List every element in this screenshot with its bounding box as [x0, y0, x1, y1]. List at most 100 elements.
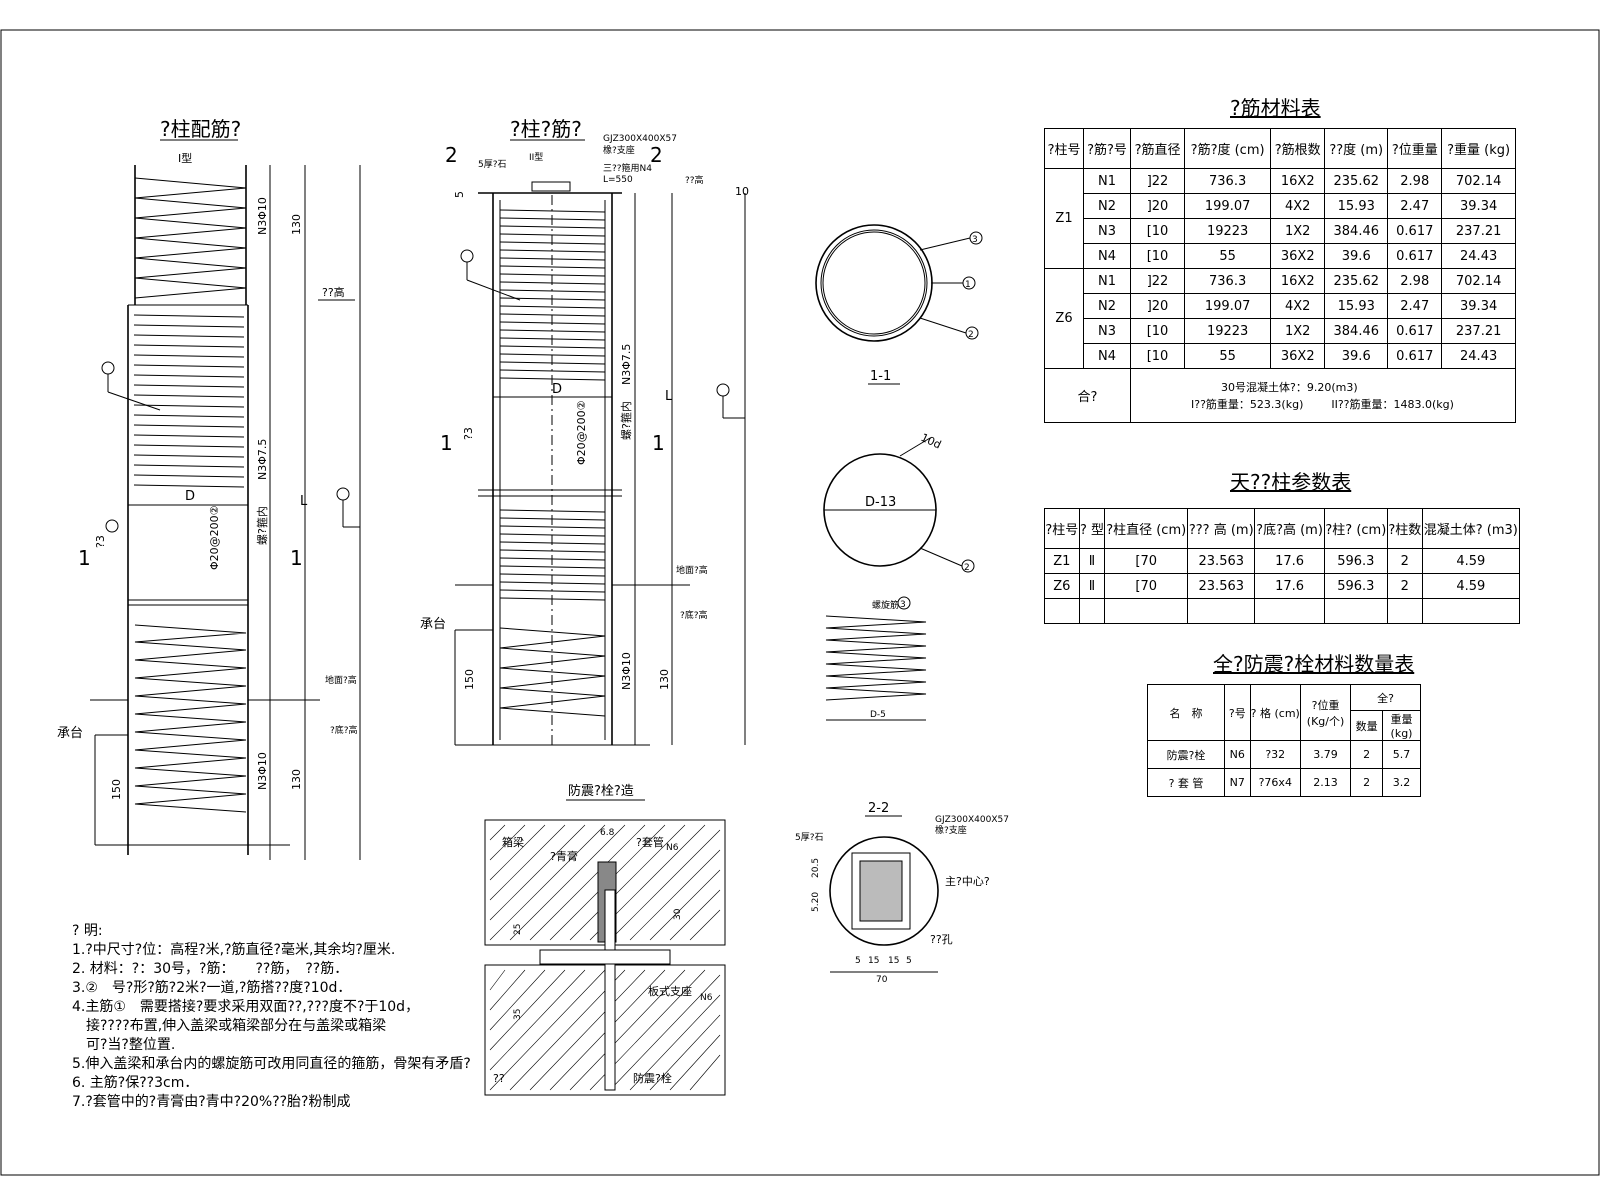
pile-n3-mid: N3Φ7.5: [620, 344, 633, 385]
seismic-h-name: 名 称: [1147, 684, 1225, 741]
pier-dim-130-bot: 130: [290, 769, 303, 790]
table-cell: 2: [1350, 740, 1383, 769]
secd-m2: 2: [964, 563, 970, 573]
table-cell: ]22: [1130, 168, 1186, 194]
table-cell: 199.07: [1184, 293, 1272, 319]
pile-callout-1: [460, 249, 474, 263]
pile-bar-note: Φ20@200②: [575, 400, 588, 465]
pier-dim-l: L: [300, 494, 308, 509]
secd-callout-2: [961, 559, 975, 573]
note-line: 6. 主筋?保??3cm．: [72, 1075, 199, 1091]
pile-stone-label: 5厚?石: [478, 159, 507, 170]
note-line: 4.主筋① 需要搭接?要求采用双面??,???度不?于10d，: [72, 999, 420, 1015]
sec11-callout-1: [962, 276, 976, 290]
rebar-header-cell: ?位重量: [1387, 128, 1443, 169]
pile-bottom-spiral: [499, 627, 606, 717]
pier-rebar-view: ?柱配筋? I型 D 承台 150 N3Φ10: [57, 117, 361, 860]
sec22-dim-h0: 5: [855, 956, 861, 966]
pier-gap-label: ?3: [94, 535, 107, 548]
pier-bottom-spiral: [134, 624, 247, 813]
table-cell: [10: [1130, 218, 1186, 244]
table-cell: 36X2: [1270, 243, 1326, 269]
pile-gap-label: ?3: [462, 427, 475, 440]
table-cell: ?76x4: [1249, 768, 1301, 797]
note-line: 接????布置,伸入盖梁或箱梁部分在与盖梁或箱梁: [72, 1018, 387, 1034]
total-values: 30号混凝土体?：9.20(m3)I??筋重量：523.3(kg) II??筋重…: [1130, 368, 1516, 423]
rebar-table-header: ?柱号?筋?号?筋直径?筋?度 (cm)?筋根数??度 (m)?位重量?重量 (…: [1043, 128, 1516, 169]
table-cell: [1187, 598, 1256, 624]
seismic-title: 防震?栓?造: [568, 783, 634, 799]
seismic-table: 名 称 ?号 ? 格 (cm) ?位重 (Kg/个) 全? 数量 重量 (kg)…: [1147, 684, 1421, 797]
table-cell: [10: [1130, 343, 1186, 369]
seismic-box-beam: 箱梁: [502, 835, 524, 849]
table-cell: [1104, 598, 1189, 624]
table-cell: [70: [1104, 573, 1189, 599]
table-cell: 0.617: [1387, 318, 1443, 344]
pier-sec-mark-right: 1: [290, 546, 303, 570]
table-cell: [10: [1130, 243, 1186, 269]
pile-sec2-right: 2: [650, 143, 663, 167]
table-cell: Z6: [1044, 573, 1080, 599]
table-cell: [1254, 598, 1325, 624]
spiral-label: 螺旋筋: [872, 599, 899, 611]
table-cell: 39.34: [1441, 193, 1516, 219]
table-cell: [1421, 598, 1521, 624]
table-cell: 防震?栓: [1147, 740, 1225, 769]
anti-seismic-detail: 防震?栓?造 箱梁 ?青膏 ?套管 N6 6.8 30 25 35 板式支座 N…: [484, 783, 726, 1096]
pile-dim-130: 130: [658, 669, 671, 690]
sec22-total: 70: [876, 975, 888, 985]
param-header-cell: ?柱号: [1044, 508, 1080, 549]
seismic-h-wt: 重量 (kg): [1382, 710, 1421, 741]
pier-bottom-label: ?底?高: [330, 724, 358, 736]
note-line: 1.?中尺寸?位：高程?米,?筋直径?毫米,其余均?厘米.: [72, 942, 396, 958]
spiral-m3: 3: [900, 600, 906, 610]
table-cell: 15.93: [1324, 293, 1389, 319]
table-cell: [1044, 598, 1080, 624]
param-header-cell: ??? 高 (m): [1187, 508, 1256, 549]
table-cell: N7: [1223, 768, 1251, 797]
pile-spiral-note: 螺?箍内: [619, 401, 633, 440]
sec11-callout-2: [965, 326, 979, 340]
seismic-bolt: 防震?栓: [633, 1071, 672, 1085]
table-cell: 596.3: [1323, 573, 1388, 599]
table-cell: 199.07: [1184, 193, 1272, 219]
table-cell: 55: [1184, 343, 1272, 369]
table-cell: 2: [1386, 573, 1423, 599]
table-cell: N3: [1083, 318, 1132, 344]
note-line: 3.② 号?形?筋?2米?一道,?筋搭??度?10d．: [72, 980, 352, 996]
pier-top-spiral: [134, 177, 247, 299]
table-cell: 2.47: [1387, 293, 1443, 319]
sec11-title: 1-1: [870, 369, 891, 384]
note-line: 2. 材料：?：30号，?筋： ??筋， ??筋．: [72, 961, 349, 977]
seismic-h-unit: ?位重 (Kg/个): [1299, 684, 1352, 741]
seismic-dim-68: 6.8: [600, 828, 615, 838]
sec11-callout-3: [969, 231, 983, 245]
pier-callout-1: [101, 361, 115, 375]
table-cell: [70: [1104, 548, 1189, 574]
table-cell: 5.7: [1382, 740, 1421, 769]
table-cell: 0.617: [1387, 243, 1443, 269]
table-cell: 39.6: [1324, 243, 1389, 269]
table-cell: ]22: [1130, 268, 1186, 294]
pier-dim-150: 150: [110, 779, 123, 800]
pier-type-label: I型: [178, 151, 192, 165]
table-cell: [1323, 598, 1388, 624]
pile-sec2-left: 2: [445, 143, 458, 167]
table-cell: 36X2: [1270, 343, 1326, 369]
sec22-center: 主?中心?: [945, 875, 990, 888]
table-cell: 16X2: [1270, 268, 1326, 294]
table-cell: ? 套 管: [1147, 768, 1225, 797]
param-header-cell: ?底?高 (m): [1254, 508, 1325, 549]
sec22-dim-h3: 5: [906, 956, 912, 966]
pier-dim-d: D: [185, 489, 195, 504]
pile-low-stirrups: [499, 509, 606, 601]
sec22-dim-v2: 5.20: [811, 892, 821, 912]
table-cell: 384.46: [1324, 218, 1389, 244]
